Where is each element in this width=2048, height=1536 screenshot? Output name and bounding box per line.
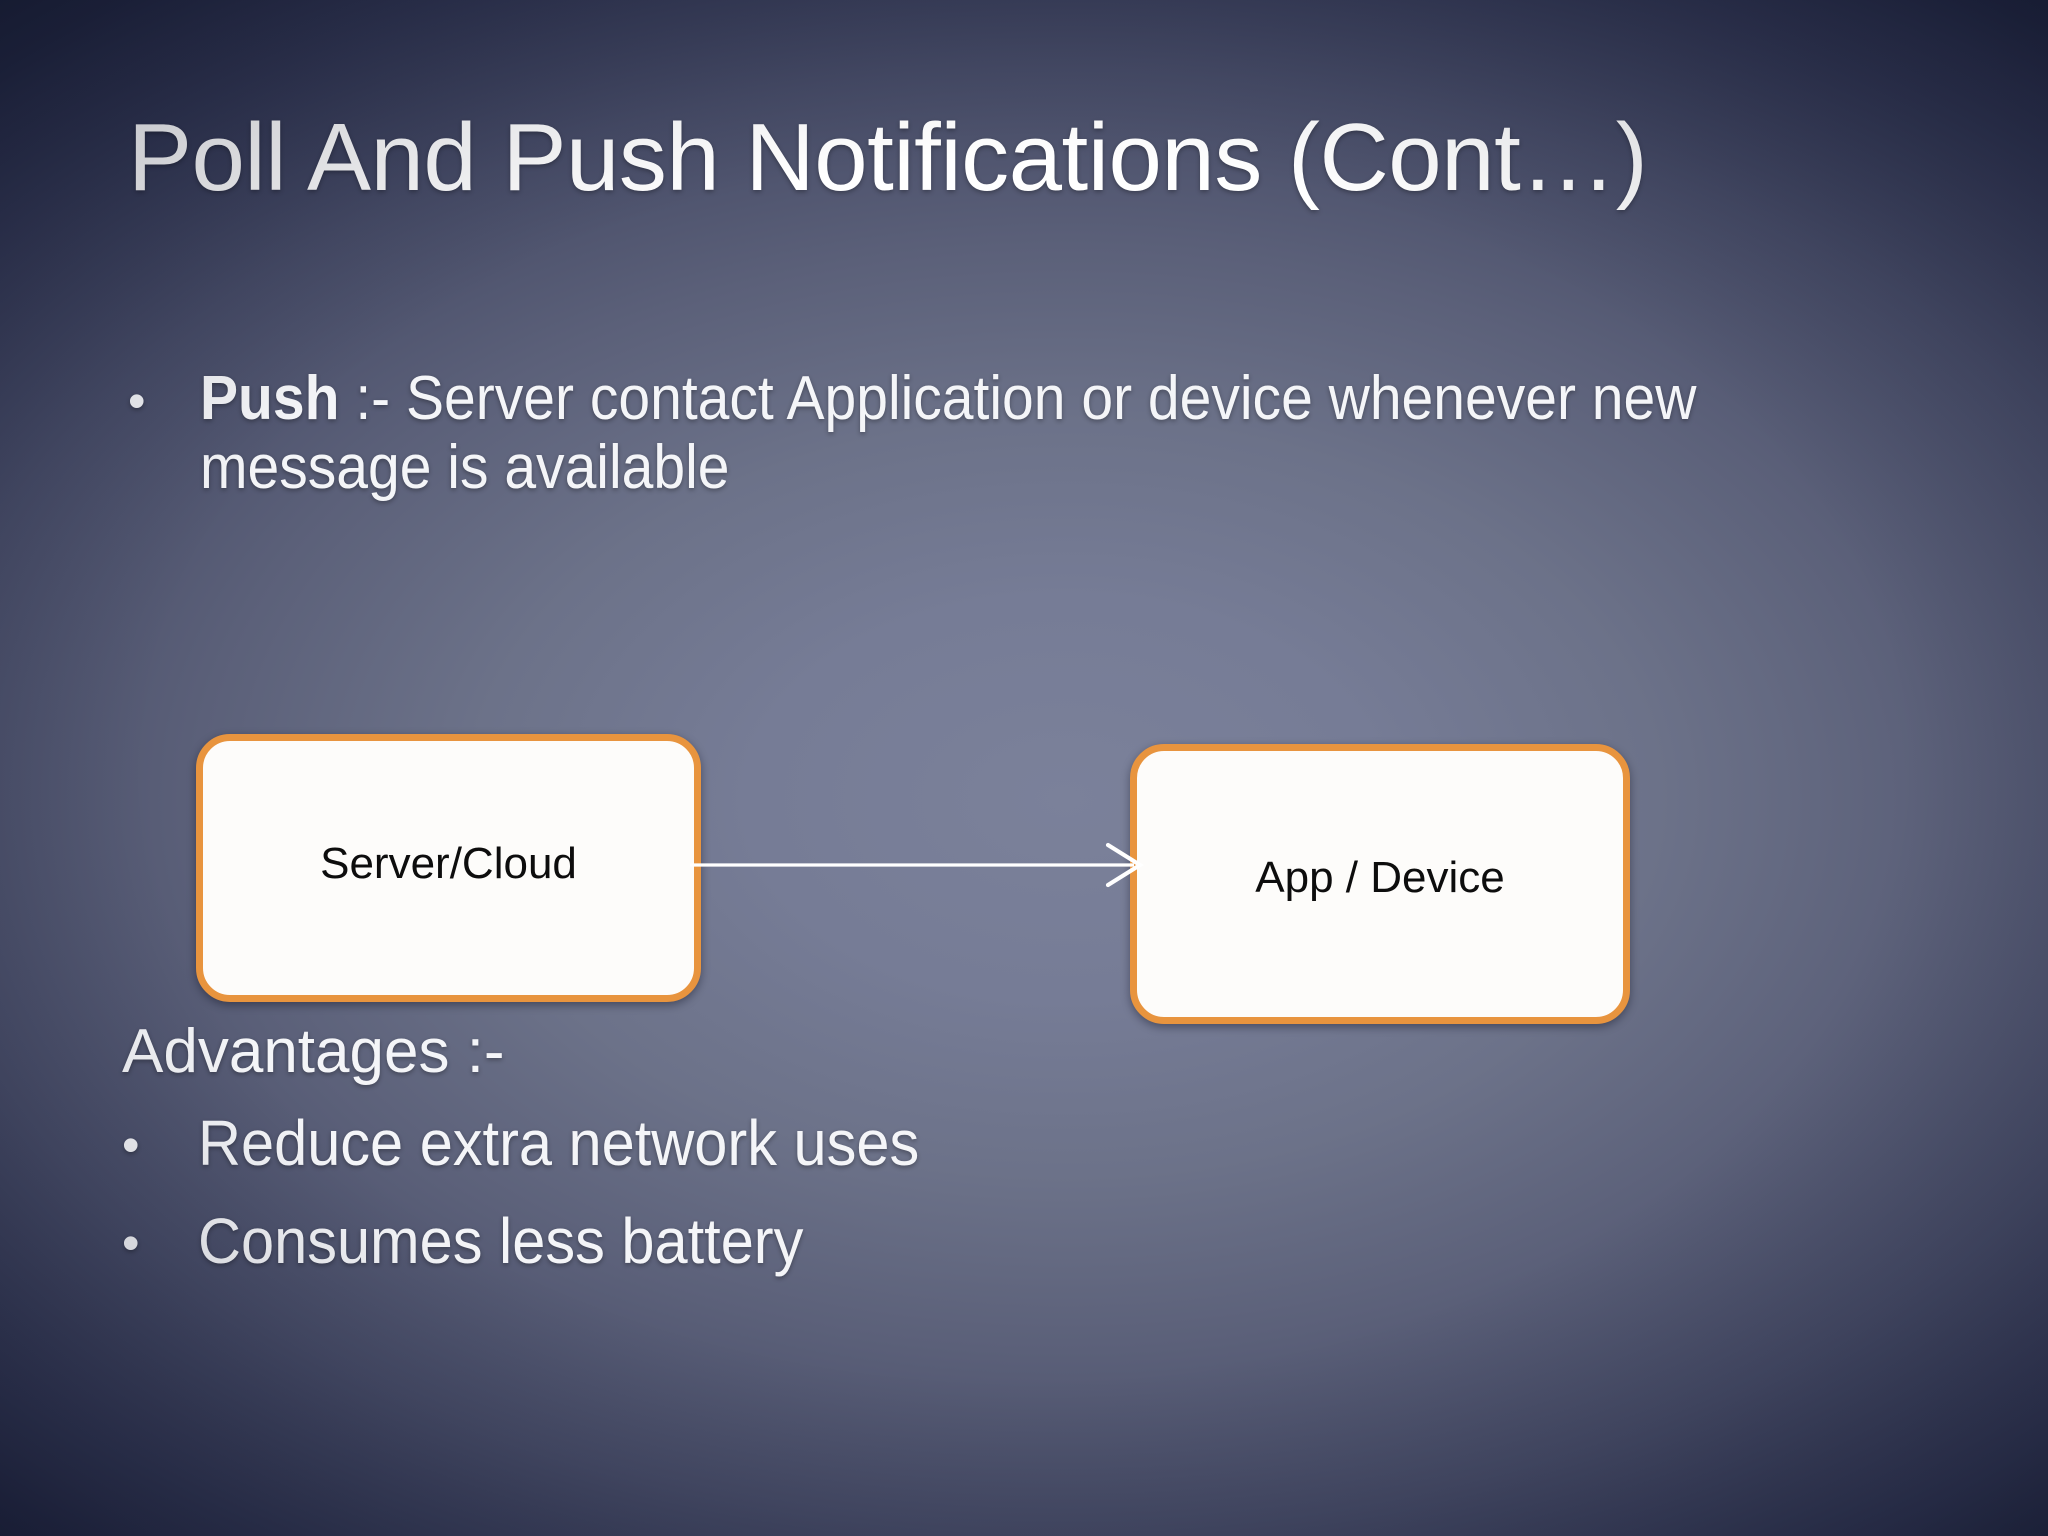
diagram-node-server[interactable]: Server/Cloud — [196, 734, 701, 1002]
bullet-marker-icon: • — [128, 373, 146, 429]
advantage-item-1: • Consumes less battery — [122, 1205, 1522, 1277]
arrow-head-icon — [1105, 842, 1144, 888]
bullet-marker-icon: • — [122, 1215, 140, 1271]
bullet-body-push: :- Server contact Application or device … — [200, 364, 1697, 503]
advantage-text-1: Consumes less battery — [198, 1205, 804, 1277]
bullet-marker-icon: • — [122, 1117, 140, 1173]
advantages-heading: Advantages :- — [122, 1017, 505, 1086]
bullet-lead-push: Push — [200, 364, 340, 433]
diagram-node-device-label: App / Device — [1255, 852, 1505, 902]
advantage-item-0: • Reduce extra network uses — [122, 1107, 1522, 1179]
diagram-node-device[interactable]: App / Device — [1130, 744, 1630, 1024]
diagram-node-server-label: Server/Cloud — [320, 838, 577, 888]
slide-title: Poll And Push Notifications (Cont…) — [128, 104, 1648, 211]
bullet-item-push: • Push :- Server contact Application or … — [128, 364, 1958, 503]
advantage-text-0: Reduce extra network uses — [198, 1107, 920, 1179]
bullet-text-push: Push :- Server contact Application or de… — [200, 364, 1817, 503]
diagram-arrow-server-to-device — [690, 842, 1144, 888]
